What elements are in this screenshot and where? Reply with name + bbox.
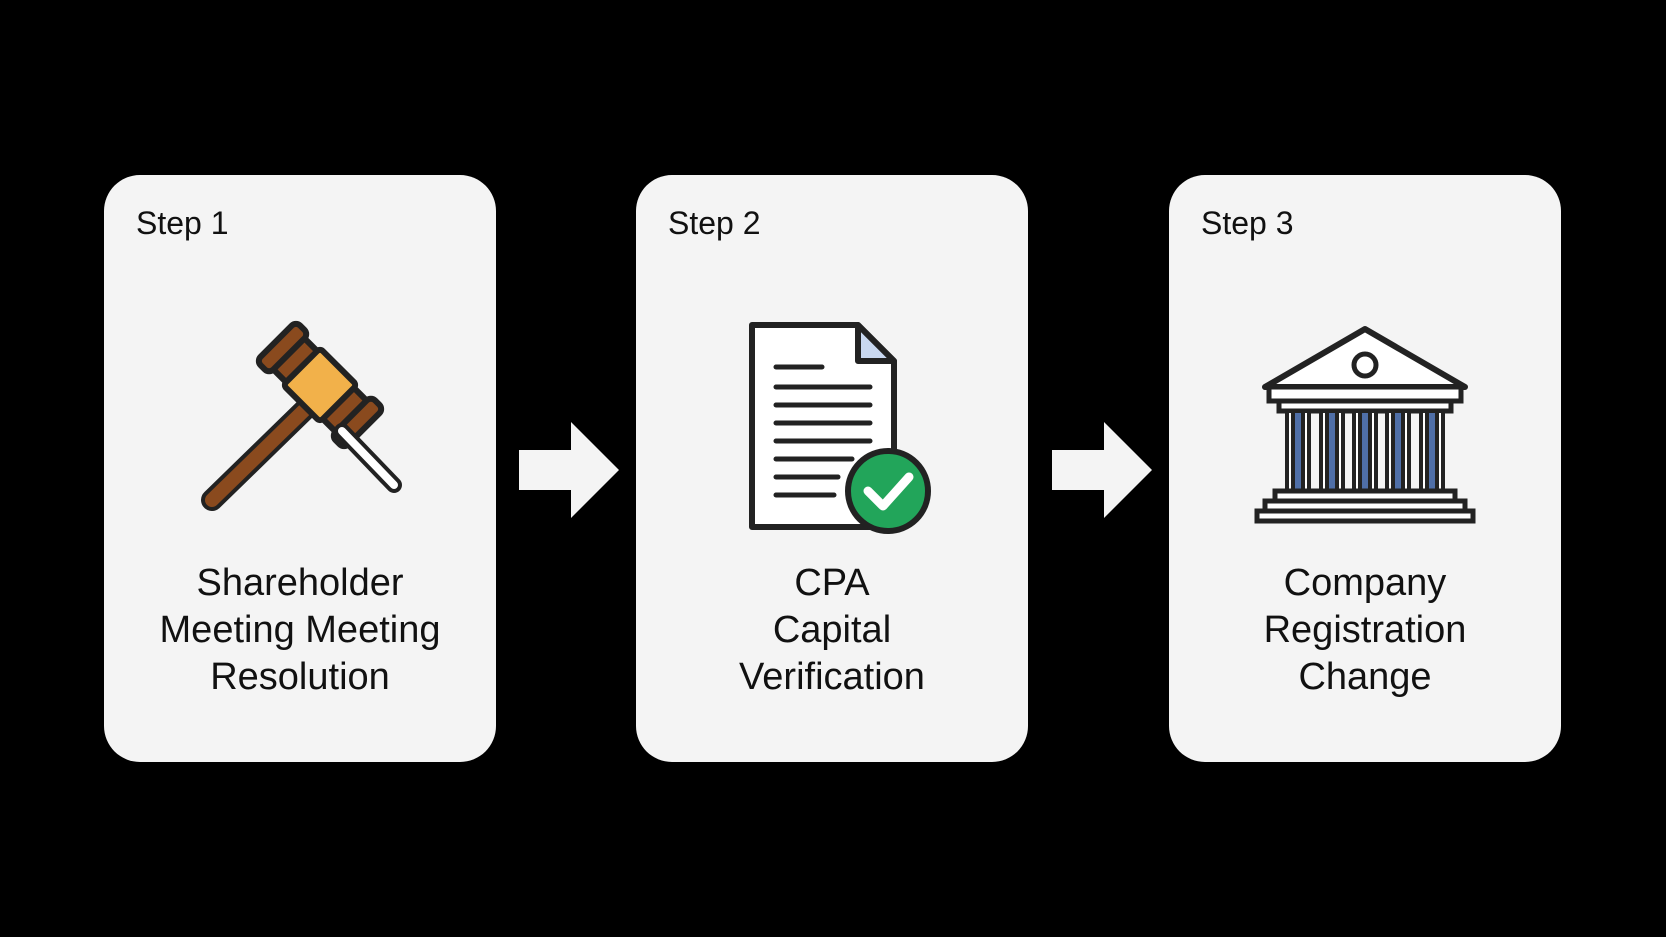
step-title-line: CPA: [794, 562, 870, 604]
step-title-line: Resolution: [210, 656, 390, 698]
step-title: CPA Capital Verification: [646, 560, 1018, 701]
step-title-line: Meeting Meeting: [159, 609, 441, 651]
step-title: Company Registration Change: [1179, 560, 1551, 701]
arrow-right-icon: [519, 422, 619, 518]
step-card-3: Step 3: [1169, 175, 1561, 762]
step-title-line: Capital: [772, 609, 892, 651]
step-title-line: Verification: [739, 656, 925, 698]
bank-building-icon: [1235, 295, 1495, 555]
document-check-icon: [702, 295, 962, 555]
step-title: Shareholder Meeting Meeting Resolution: [114, 560, 486, 701]
step-card-2: Step 2 CPA Capital Verification: [636, 175, 1028, 762]
step-card-1: Step 1 Shareholder Meeting Meeting Resol…: [104, 175, 496, 762]
gavel-icon: [170, 295, 430, 555]
arrow-right-icon: [1052, 422, 1152, 518]
step-title-line: Change: [1298, 656, 1432, 698]
step-title-line: Company: [1283, 562, 1447, 604]
step-label: Step 2: [668, 205, 761, 241]
step-label: Step 3: [1201, 205, 1294, 241]
step-title-line: Registration: [1263, 609, 1467, 651]
step-label: Step 1: [136, 205, 229, 241]
step-title-line: Shareholder: [196, 562, 404, 604]
